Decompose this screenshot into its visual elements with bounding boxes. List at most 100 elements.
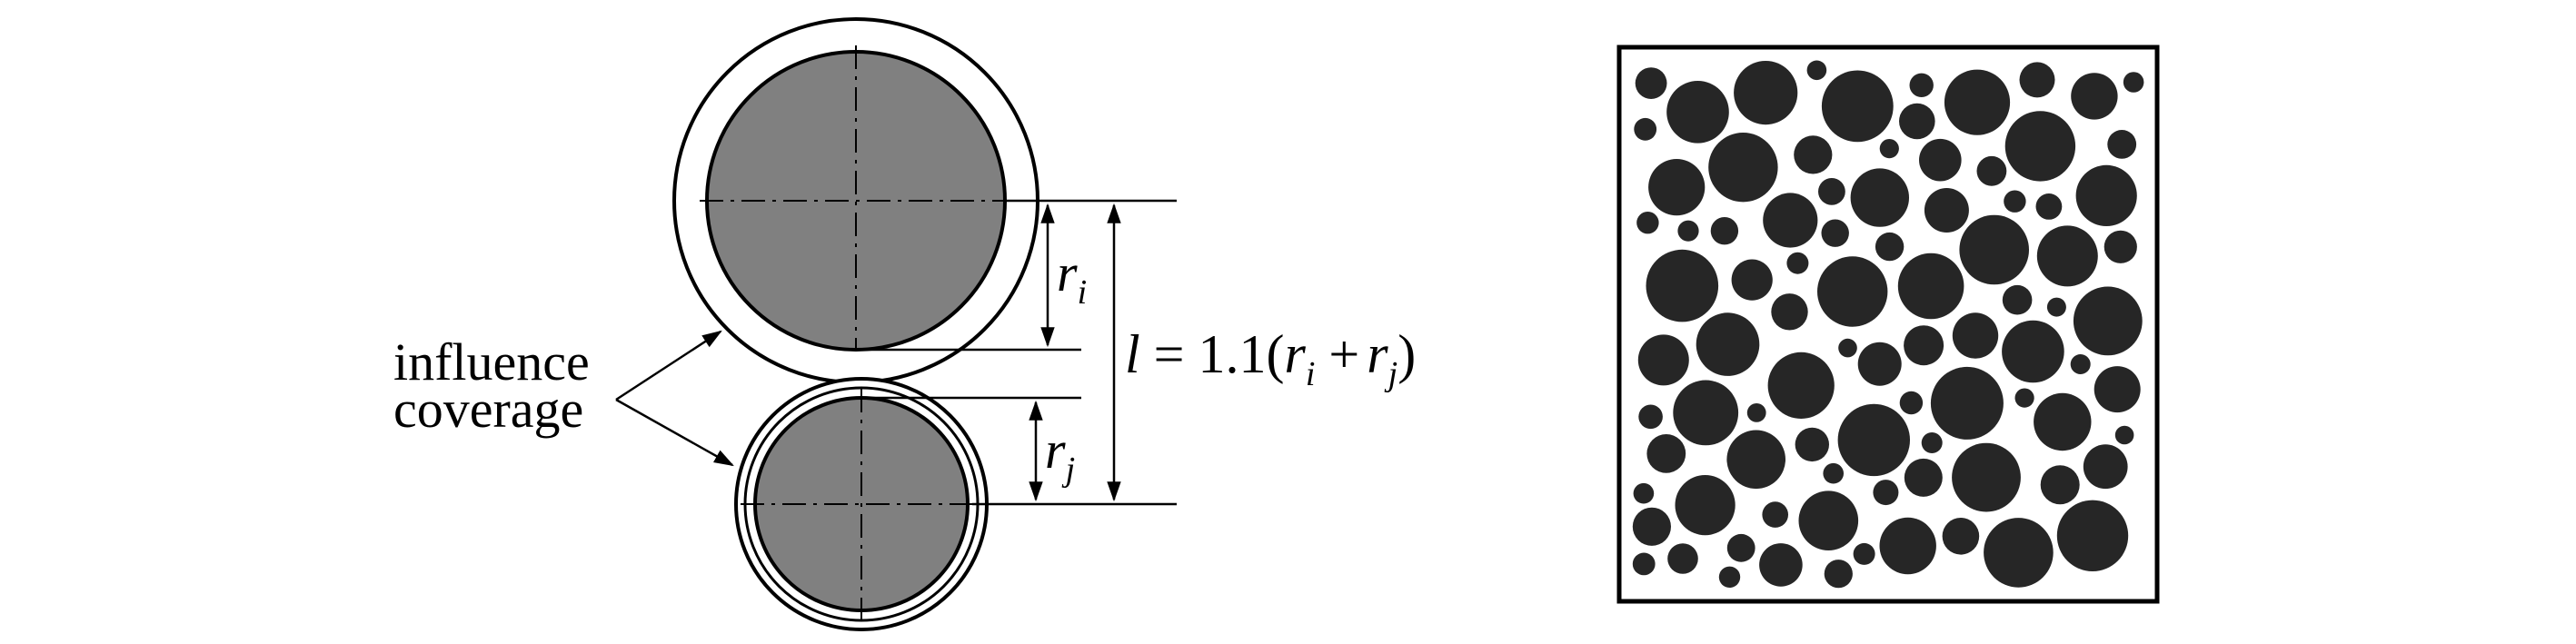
packing-particle <box>1746 403 1766 422</box>
packing-particle <box>2019 62 2055 98</box>
packing-particle <box>2104 230 2137 263</box>
packing-particle <box>1710 217 1739 245</box>
packing-particle <box>1667 543 1698 574</box>
packing-particle <box>1718 566 1741 588</box>
packing-particle <box>1924 188 1969 233</box>
packing-particle <box>1899 391 1924 415</box>
packing-particle <box>1952 312 1999 359</box>
packing-particle <box>2040 465 2080 505</box>
packing-particle <box>1632 552 1656 576</box>
packing-particle <box>1942 518 1980 555</box>
packing-particle <box>1636 212 1659 234</box>
packing-particle <box>1879 517 1936 575</box>
packing-particle <box>2107 130 2137 159</box>
packing-particle <box>2056 500 2129 571</box>
packing-particle <box>1762 501 1788 528</box>
packing-particle <box>2002 320 2064 383</box>
packing-particle <box>1821 70 1894 143</box>
packing-particle <box>2083 444 2128 490</box>
label-influence: influence <box>393 332 590 391</box>
packing-particle <box>1767 352 1835 419</box>
packing-particles <box>1632 60 2144 589</box>
packing-particle <box>1696 312 1760 376</box>
packing-particle <box>1853 542 1875 565</box>
extension-lines <box>856 199 1177 506</box>
packing-particle <box>1759 543 1803 587</box>
formula-label: l = 1.1(ri +rj) <box>1125 324 1416 393</box>
packing-particle <box>1952 442 2021 512</box>
packing-particle <box>2004 111 2076 182</box>
packing-particle <box>1944 69 2011 135</box>
packing-particle <box>1837 403 1910 477</box>
pointer-arrow-upper <box>615 330 722 401</box>
packing-particle <box>1673 380 1739 446</box>
packing-particle <box>1899 103 1935 140</box>
packing-particle <box>1638 404 1663 430</box>
packing-particle <box>1823 462 1844 484</box>
packing-particle <box>2114 425 2134 445</box>
packing-particle <box>1634 117 1657 141</box>
contact-diagram: ri rj l = 1.1(ri +rj) influence coverage <box>393 17 1416 631</box>
packing-particle <box>1873 480 1899 506</box>
packing-particle <box>1677 220 1699 242</box>
packing-particle <box>1786 252 1809 274</box>
packing-particle <box>1857 342 1902 386</box>
packing-particle <box>1648 159 1706 216</box>
particle-packing <box>1616 45 2160 604</box>
packing-particle <box>1824 560 1853 589</box>
packing-particle <box>2002 284 2033 315</box>
label-rj: rj <box>1045 421 1075 489</box>
packing-particle <box>1771 293 1808 331</box>
packing-particle <box>1850 168 1909 227</box>
packing-particle <box>1875 232 1905 262</box>
packing-particle <box>1838 338 1857 358</box>
label-coverage: coverage <box>393 380 583 439</box>
packing-particle <box>1632 507 1671 546</box>
packing-particle <box>1904 325 1944 366</box>
packing-particle <box>1959 214 2029 285</box>
packing-particle <box>1879 139 1899 159</box>
packing-particle <box>2035 193 2063 220</box>
packing-particle <box>1921 432 1943 453</box>
packing-particle <box>1675 475 1736 536</box>
packing-particle <box>1821 219 1849 247</box>
packing-particle <box>2004 190 2026 213</box>
packing-particle <box>1763 193 1818 248</box>
packing-particle <box>1909 73 1934 98</box>
packing-particle <box>2070 354 2091 374</box>
packing-particle <box>2094 366 2141 413</box>
packing-particle <box>1708 133 1778 203</box>
packing-particle <box>1984 518 2054 588</box>
packing-particle <box>1734 61 1798 125</box>
packing-particle <box>1666 81 1729 144</box>
packing-particle <box>1646 434 1686 473</box>
packing-particle <box>2073 286 2143 356</box>
label-ri: ri <box>1057 243 1087 312</box>
packing-particle <box>2075 164 2137 226</box>
packing-particle <box>1806 60 1827 81</box>
particle-i <box>672 17 1039 384</box>
packing-particle <box>1731 259 1773 301</box>
pointer-arrow-lower <box>615 398 734 467</box>
packing-particle <box>1930 366 2004 440</box>
packing-particle <box>1798 490 1859 550</box>
particle-j <box>734 377 989 631</box>
packing-particle <box>1795 427 1830 462</box>
packing-particle <box>1817 256 1888 327</box>
packing-particle <box>1635 67 1667 99</box>
packing-particle <box>2036 225 2098 287</box>
packing-particle <box>1637 334 1689 386</box>
packing-particle <box>1794 135 1833 174</box>
packing-particle <box>1646 249 1719 322</box>
packing-particle <box>1726 533 1755 562</box>
packing-particle <box>1976 155 2007 186</box>
packing-particle <box>2046 297 2066 317</box>
packing-particle <box>2071 73 2118 120</box>
packing-particle <box>1897 253 1964 320</box>
packing-particle <box>2123 72 2144 93</box>
packing-particle <box>1904 458 1943 497</box>
packing-particle <box>2034 392 2092 451</box>
packing-particle <box>1726 430 1785 490</box>
packing-particle <box>1633 482 1655 504</box>
